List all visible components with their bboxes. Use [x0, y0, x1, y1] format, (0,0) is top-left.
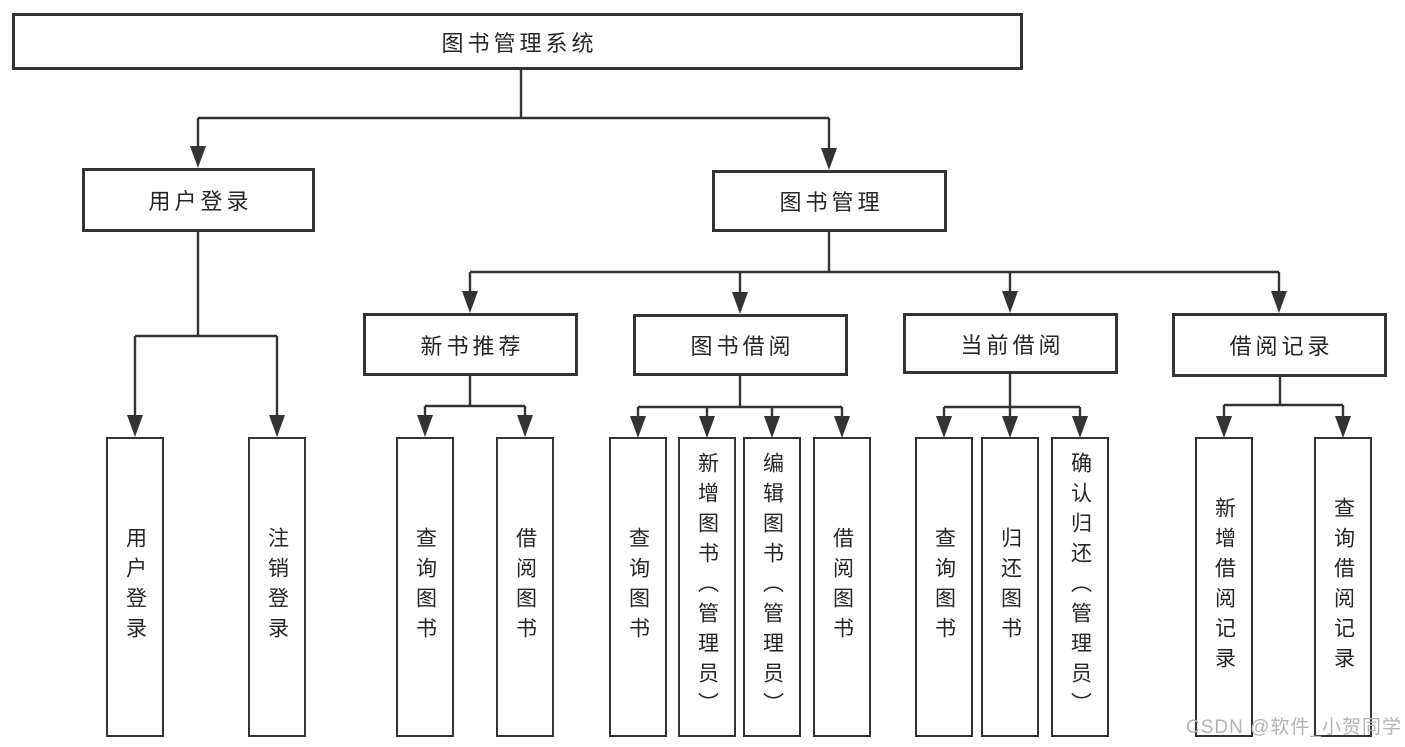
- leaf-nb-query-books: 查询图书: [396, 437, 454, 737]
- leaf-bb-edit-books-admin-label: 编辑图书（管理员）: [760, 452, 784, 722]
- leaf-br-add-borrow-record: 新增借阅记录: [1195, 437, 1253, 737]
- leaf-br-query-borrow-record: 查询借阅记录: [1314, 437, 1372, 737]
- leaf-user-login: 用户登录: [106, 437, 164, 737]
- leaf-cb-return-books: 归还图书: [981, 437, 1039, 737]
- leaf-bb-edit-books-admin: 编辑图书（管理员）: [743, 437, 801, 737]
- leaf-logout-login-label: 注销登录: [265, 527, 289, 647]
- leaf-nb-borrow-books-label: 借阅图书: [513, 527, 537, 647]
- leaf-bb-query-books: 查询图书: [609, 437, 667, 737]
- node-root-label: 图书管理系统: [441, 30, 598, 56]
- leaf-cb-confirm-return-admin-label: 确认归还（管理员）: [1068, 452, 1092, 722]
- leaf-bb-borrow-books-label: 借阅图书: [830, 527, 854, 647]
- leaf-bb-add-books-admin: 新增图书（管理员）: [678, 437, 736, 737]
- leaf-bb-add-books-admin-label: 新增图书（管理员）: [695, 452, 719, 722]
- node-user-login: 用户登录: [82, 168, 315, 232]
- node-root: 图书管理系统: [12, 13, 1023, 70]
- leaf-br-add-borrow-record-label: 新增借阅记录: [1212, 497, 1236, 677]
- node-current-borrowing: 当前借阅: [903, 313, 1118, 374]
- node-book-borrowing: 图书借阅: [633, 314, 848, 376]
- leaf-user-login-label: 用户登录: [123, 527, 147, 647]
- leaf-cb-query-books-label: 查询图书: [932, 527, 956, 647]
- node-borrowing-record-label: 借阅记录: [1229, 334, 1334, 359]
- node-new-book-recommendation-label: 新书推荐: [420, 333, 525, 359]
- watermark: CSDN @软件_小贺同学: [1186, 717, 1402, 738]
- node-user-login-label: 用户登录: [148, 189, 253, 214]
- leaf-cb-return-books-label: 归还图书: [998, 527, 1022, 647]
- node-new-book-recommendation: 新书推荐: [363, 313, 578, 376]
- leaf-logout-login: 注销登录: [248, 437, 306, 737]
- node-borrowing-record: 借阅记录: [1172, 313, 1387, 377]
- leaf-br-query-borrow-record-label: 查询借阅记录: [1331, 497, 1355, 677]
- node-book-management-label: 图书管理: [779, 190, 884, 215]
- leaf-bb-query-books-label: 查询图书: [626, 527, 650, 647]
- leaf-nb-borrow-books: 借阅图书: [496, 437, 554, 737]
- node-current-borrowing-label: 当前借阅: [960, 332, 1065, 358]
- node-book-management: 图书管理: [712, 170, 947, 232]
- node-book-borrowing-label: 图书借阅: [690, 334, 795, 359]
- leaf-cb-query-books: 查询图书: [915, 437, 973, 737]
- leaf-nb-query-books-label: 查询图书: [413, 527, 437, 647]
- leaf-bb-borrow-books: 借阅图书: [813, 437, 871, 737]
- leaf-cb-confirm-return-admin: 确认归还（管理员）: [1051, 437, 1109, 737]
